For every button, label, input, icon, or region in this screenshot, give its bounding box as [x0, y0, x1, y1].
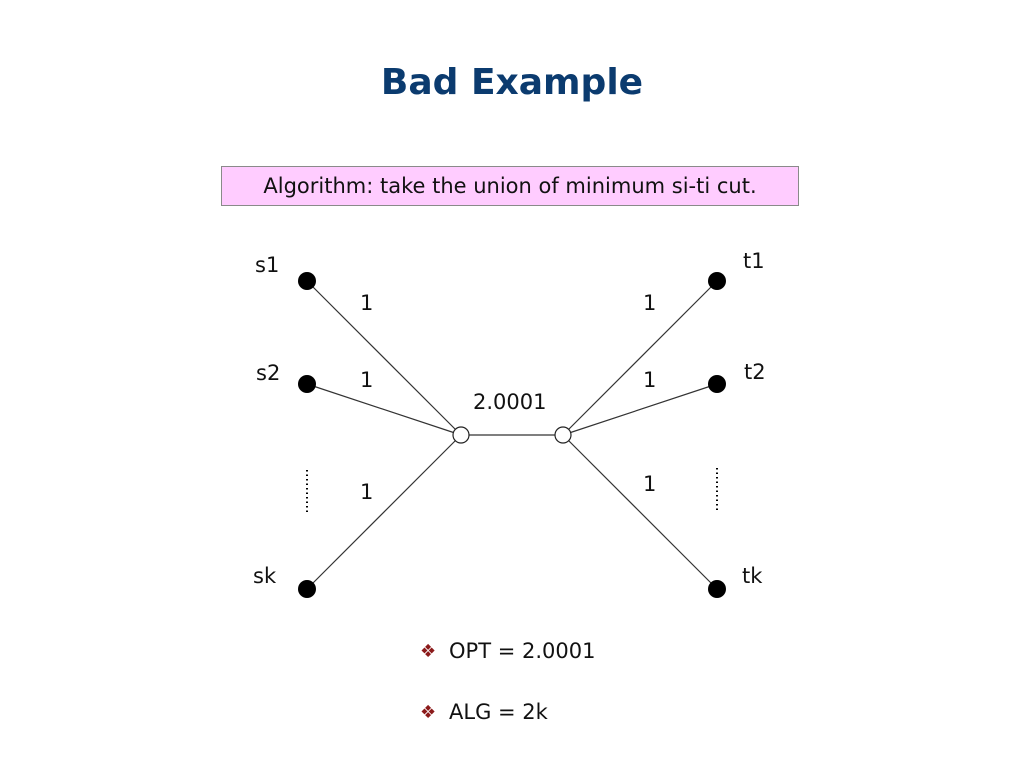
- weight-middle: 2.0001: [473, 390, 546, 414]
- algorithm-callout: Algorithm: take the union of minimum si-…: [221, 166, 799, 206]
- graph-edges: [306, 280, 718, 590]
- node-t2: [708, 375, 726, 393]
- bullet-item: ❖ OPT = 2.0001: [420, 636, 595, 666]
- node-s2: [298, 375, 316, 393]
- edge-s1-hub: [306, 280, 462, 436]
- edge-hub-tk: [562, 434, 718, 590]
- edge-s2-hub: [306, 383, 462, 436]
- diamond-cluster-icon: ❖: [420, 701, 437, 723]
- hub-node-right: [554, 426, 572, 444]
- label-sk: sk: [253, 564, 277, 588]
- diamond-cluster-icon: ❖: [420, 640, 437, 662]
- edge-hub-t2: [562, 383, 718, 436]
- weight-s2: 1: [360, 368, 373, 392]
- node-s1: [298, 272, 316, 290]
- algorithm-text: Algorithm: take the union of minimum si-…: [263, 174, 757, 198]
- label-t1: t1: [743, 249, 765, 273]
- label-s2: s2: [256, 361, 280, 385]
- alg-value: ALG = 2k: [449, 700, 548, 724]
- weight-tk: 1: [643, 472, 656, 496]
- bullet-list: ❖ OPT = 2.0001 ❖ ALG = 2k: [420, 636, 595, 758]
- bullet-item: ❖ ALG = 2k: [420, 697, 595, 727]
- edge-sk-hub: [306, 434, 462, 590]
- label-s1: s1: [255, 253, 279, 277]
- weight-t2: 1: [643, 368, 656, 392]
- label-tk: tk: [742, 564, 763, 588]
- edge-hub-t1: [562, 280, 718, 436]
- node-tk: [708, 580, 726, 598]
- slide-title: Bad Example: [380, 62, 644, 103]
- weight-s1: 1: [360, 291, 373, 315]
- weight-t1: 1: [643, 291, 656, 315]
- node-t1: [708, 272, 726, 290]
- opt-value: OPT = 2.0001: [449, 639, 596, 663]
- node-sk: [298, 580, 316, 598]
- label-t2: t2: [744, 360, 766, 384]
- weight-sk: 1: [360, 480, 373, 504]
- hub-node-left: [452, 426, 470, 444]
